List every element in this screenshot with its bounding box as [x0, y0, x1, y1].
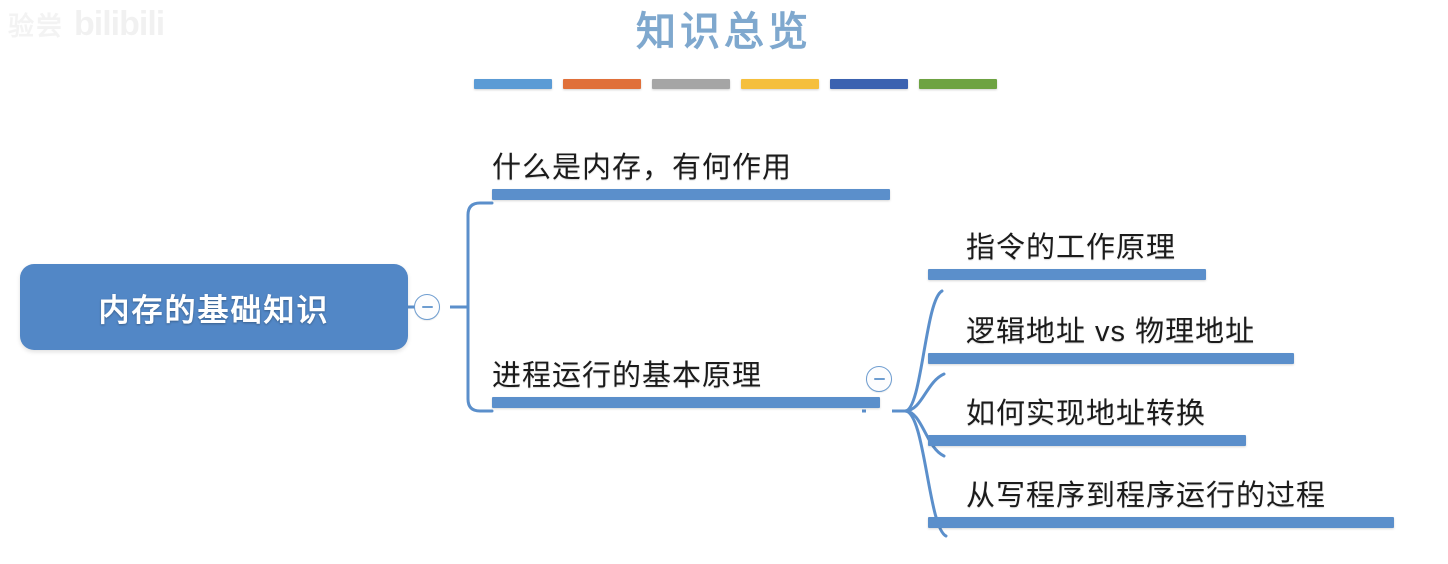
topic-node-what-is-memory[interactable]: 什么是内存，有何作用: [492, 152, 890, 201]
topic-underline: [928, 269, 1206, 281]
accent-bar-blue: [474, 79, 552, 89]
topic-node-process-principles[interactable]: 进程运行的基本原理: [492, 360, 880, 409]
root-node-label: 内存的基础知识: [98, 292, 330, 328]
connector-branch-1: [466, 201, 494, 309]
root-collapse-toggle[interactable]: [414, 294, 440, 320]
topic-underline: [928, 517, 1394, 529]
branch-collapse-toggle[interactable]: [866, 366, 892, 392]
connector-branch-2: [466, 305, 494, 413]
topic-underline: [928, 353, 1294, 365]
minus-circle-icon: [873, 377, 885, 381]
topic-node-logical-vs-physical[interactable]: 逻辑地址 vs 物理地址: [928, 316, 1294, 365]
connector-child-2: [903, 372, 946, 413]
topic-node-program-lifecycle[interactable]: 从写程序到程序运行的过程: [928, 480, 1394, 529]
topic-node-instruction-principle[interactable]: 指令的工作原理: [928, 232, 1206, 281]
topic-underline: [928, 435, 1246, 447]
root-node[interactable]: 内存的基础知识: [20, 264, 408, 350]
accent-bar-row: [474, 79, 997, 89]
topic-underline: [492, 397, 880, 409]
accent-bar-gray: [652, 79, 730, 89]
accent-bar-dark-blue: [830, 79, 908, 89]
accent-bar-yellow: [741, 79, 819, 89]
topic-underline: [492, 189, 890, 201]
connector-child-1: [903, 289, 944, 413]
topic-label: 逻辑地址 vs 物理地址: [966, 316, 1256, 348]
topic-label: 进程运行的基本原理: [492, 360, 763, 392]
accent-bar-orange: [563, 79, 641, 89]
topic-node-address-translation[interactable]: 如何实现地址转换: [928, 398, 1246, 447]
page-title: 知识总览: [636, 9, 812, 54]
accent-bar-green: [919, 79, 997, 89]
minus-circle-icon: [421, 305, 433, 309]
connector-child-3: [903, 409, 946, 458]
topic-label: 如何实现地址转换: [966, 398, 1207, 430]
topic-label: 指令的工作原理: [966, 232, 1177, 264]
topic-label: 什么是内存，有何作用: [492, 152, 793, 184]
topic-label: 从写程序到程序运行的过程: [966, 480, 1327, 512]
